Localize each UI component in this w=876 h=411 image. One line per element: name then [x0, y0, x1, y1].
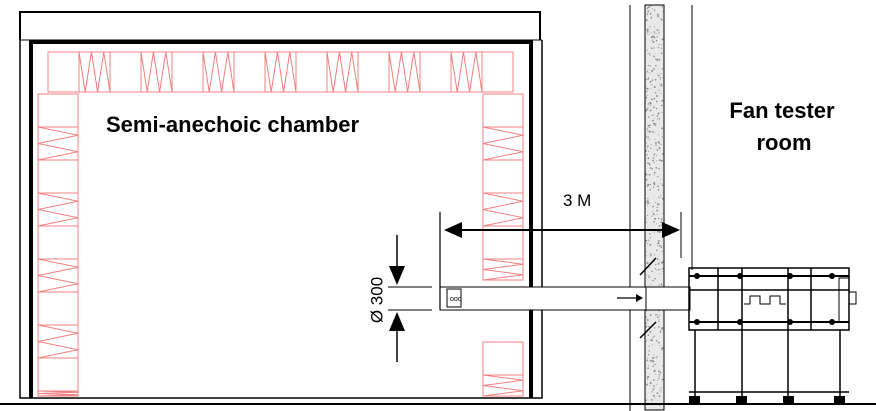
absorber-block [37, 357, 79, 392]
absorber-block [482, 374, 524, 397]
absorber-block [37, 159, 79, 194]
absorber-block [482, 93, 524, 128]
absorber-block [47, 51, 80, 93]
absorber-block [233, 51, 266, 93]
absorber-wedge [37, 390, 79, 397]
absorber-block [37, 126, 79, 161]
absorber-wedge [482, 126, 524, 161]
absorber-block [482, 126, 524, 161]
absorber-wedge [482, 374, 524, 397]
rig-bolt [787, 273, 793, 279]
rig-bolt [694, 273, 700, 279]
absorber-wedge [388, 51, 421, 93]
absorber-wedge [37, 192, 79, 227]
absorber-block [37, 93, 79, 128]
absorber-block [37, 258, 79, 293]
absorber-wedges [37, 51, 524, 397]
diameter-dimension [388, 235, 432, 362]
rig-bolt [829, 273, 835, 279]
absorber-wedge [264, 51, 297, 93]
svg-text:ooo: ooo [450, 296, 462, 303]
absorber-block [37, 291, 79, 326]
duct: ooo [439, 212, 691, 311]
fan-tester-rig [688, 267, 857, 398]
absorber-wedge [202, 51, 235, 93]
absorber-block [37, 192, 79, 227]
separating-wall [629, 4, 693, 411]
absorber-wedge [326, 51, 359, 93]
rig-bolts [694, 273, 835, 325]
absorber-wedge [482, 192, 524, 227]
absorber-block [482, 159, 524, 194]
absorber-wedge [140, 51, 173, 93]
absorber-wedge [78, 51, 111, 93]
absorber-block [482, 192, 524, 227]
absorber-wedge [37, 126, 79, 161]
absorber-block [295, 51, 328, 93]
diameter-label: Ø 300 [367, 277, 386, 323]
absorber-block [482, 258, 524, 281]
rig-bolt [694, 319, 700, 325]
chamber-shell [19, 11, 543, 399]
rig-bolt [829, 319, 835, 325]
absorber-wedge [37, 324, 79, 359]
tester-room-label-line2: room [757, 130, 812, 155]
absorber-block [37, 225, 79, 260]
chamber-label: Semi-anechoic chamber [106, 112, 360, 137]
absorber-block [419, 51, 452, 93]
distance-dimension [444, 212, 682, 258]
absorber-block [171, 51, 204, 93]
absorber-wedge [482, 258, 524, 281]
rig-bolt [787, 319, 793, 325]
absorber-wedge [450, 51, 483, 93]
distance-label: 3 M [563, 191, 591, 210]
rig-bolt [737, 319, 743, 325]
rig-bolt [737, 273, 743, 279]
absorber-wedge [37, 258, 79, 293]
absorber-block [109, 51, 142, 93]
absorber-block [37, 324, 79, 359]
rig-feet [689, 396, 845, 404]
absorber-block [357, 51, 390, 93]
absorber-block [482, 341, 524, 376]
tester-room-label-line1: Fan tester [729, 98, 835, 123]
absorber-block [481, 51, 514, 93]
